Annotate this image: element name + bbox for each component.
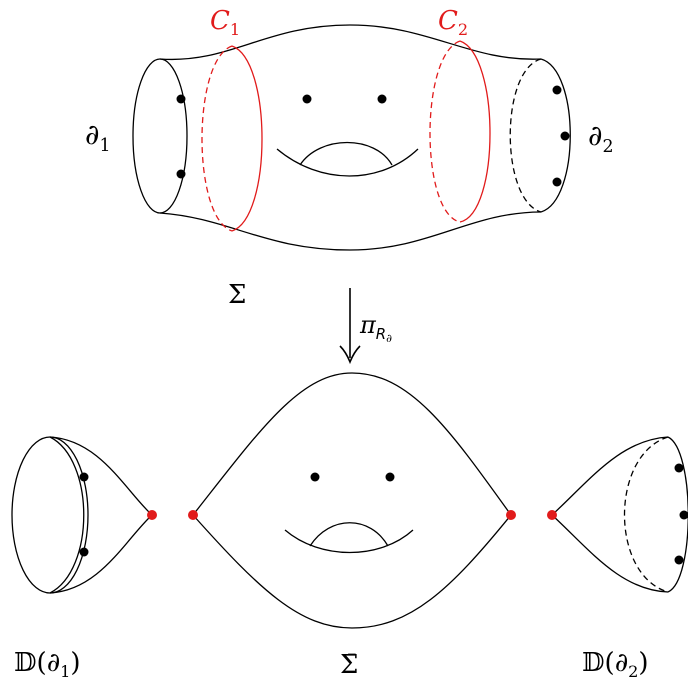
label-boundary-1: ∂1 xyxy=(85,118,111,156)
marked-point xyxy=(176,94,186,104)
disk-1-cone-top xyxy=(49,436,153,516)
curve-c2-front xyxy=(459,40,491,223)
label-c2: C2 xyxy=(438,6,469,40)
marked-point xyxy=(385,472,395,482)
marked-point xyxy=(377,94,387,104)
surface-top-edge xyxy=(159,24,542,61)
marked-point xyxy=(679,510,688,520)
surface-bottom-edge xyxy=(159,211,542,251)
label-projection-map: πR∂ xyxy=(360,311,392,345)
label-sigma: Σ xyxy=(228,280,247,310)
marked-point xyxy=(79,547,89,557)
marked-point xyxy=(310,472,320,482)
surface-bar-bottom xyxy=(192,514,512,629)
label-boundary-2: ∂2 xyxy=(588,119,614,157)
surface-bar-handle-lower xyxy=(284,529,414,554)
collapsed-point-red xyxy=(147,510,157,520)
surface-bar-top xyxy=(192,372,512,516)
disk-2-back-arc xyxy=(623,436,669,593)
marked-point xyxy=(302,94,312,104)
marked-point xyxy=(552,85,562,95)
projection-arrow-head xyxy=(339,345,361,365)
disk-2-cone-top xyxy=(551,436,669,516)
marked-point xyxy=(79,472,89,482)
disk-1-inner-arc xyxy=(49,436,85,594)
marked-point xyxy=(176,169,186,179)
label-disk-1: 𝔻(∂1) xyxy=(14,648,81,682)
label-sigma-bar: Σ̄ xyxy=(340,650,359,680)
boundary-2-front-arc xyxy=(540,58,571,213)
boundary-1-circle xyxy=(132,58,188,214)
collapsed-point-red xyxy=(547,510,557,520)
disk-2-cone-bottom xyxy=(551,514,669,593)
collapsed-point-red xyxy=(506,510,516,520)
curve-c2-back xyxy=(429,40,461,223)
marked-point xyxy=(560,131,570,141)
boundary-2-back-arc xyxy=(509,58,542,213)
surface-bar-handle-upper xyxy=(309,522,389,547)
handle-lower-curve xyxy=(276,148,419,177)
marked-point xyxy=(674,463,684,473)
curve-c1-back xyxy=(201,45,233,232)
disk-1-cone-bottom xyxy=(49,514,153,594)
marked-point xyxy=(674,555,684,565)
disk-1-boundary xyxy=(11,436,89,594)
curve-c1-front xyxy=(231,45,263,232)
collapsed-point-red xyxy=(188,510,198,520)
label-c1: C1 xyxy=(210,6,241,40)
disk-2-front-arc xyxy=(667,436,688,593)
marked-point xyxy=(552,177,562,187)
label-disk-2: 𝔻(∂2) xyxy=(582,648,649,682)
handle-upper-curve xyxy=(299,141,393,166)
